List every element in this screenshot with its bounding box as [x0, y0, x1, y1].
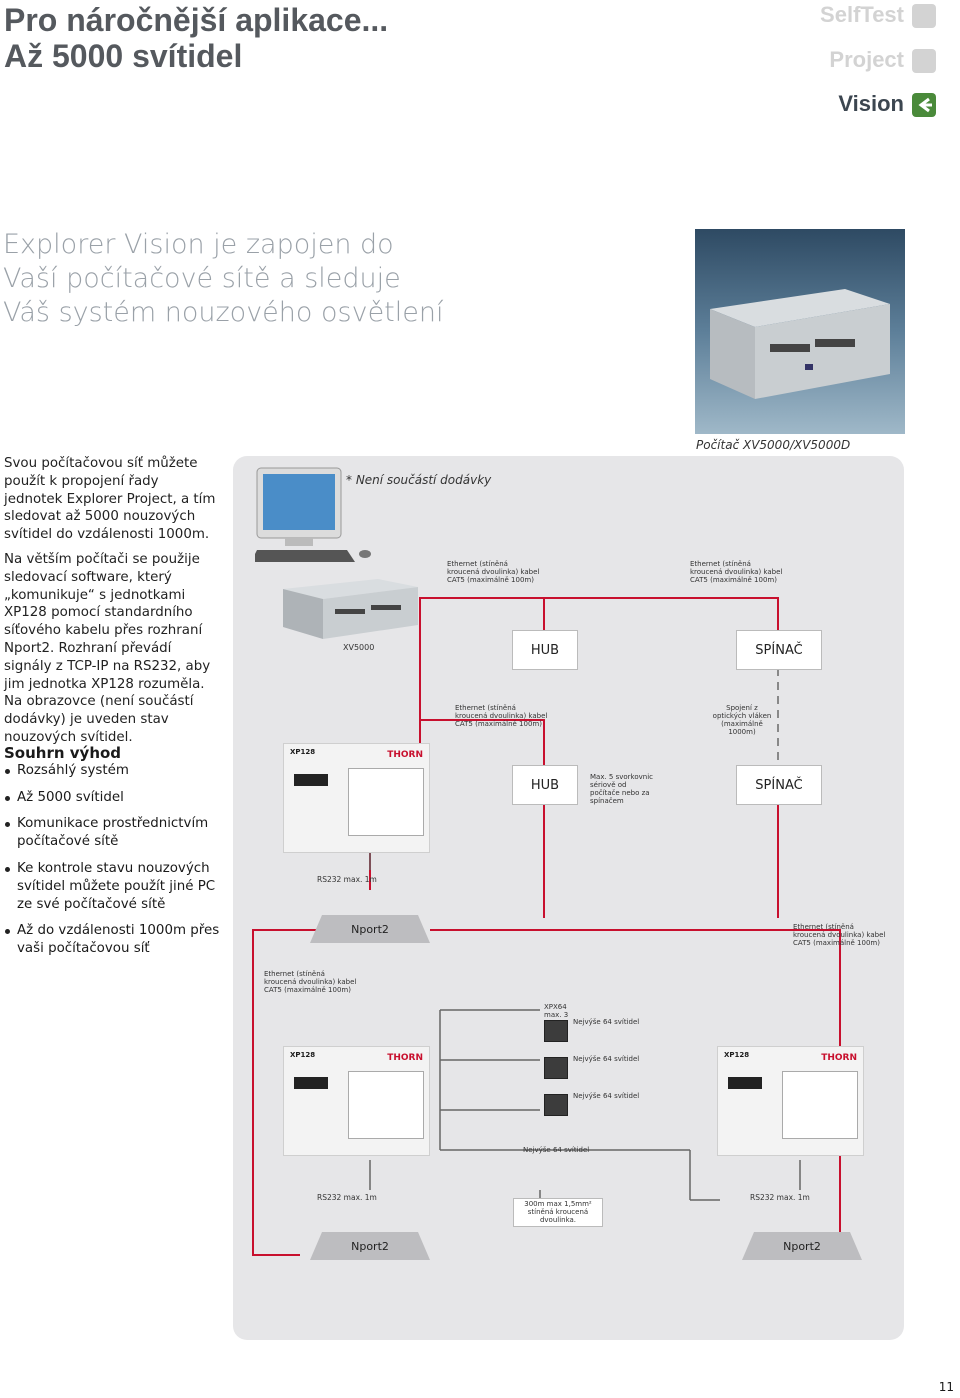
computer-photo: [695, 229, 905, 434]
max64-label: Nejvýše 64 svítidel: [573, 1092, 640, 1100]
subtitle: Explorer Vision je zapojen do Vaší počít…: [3, 229, 444, 328]
summary-list: Rozsáhlý systém Až 5000 svítidel Komunik…: [4, 762, 224, 967]
rs232-label: RS232 max. 1m: [750, 1193, 810, 1202]
nav-selftest[interactable]: SelfTest: [820, 2, 936, 28]
xp128-device: XP128 THORN: [717, 1046, 864, 1156]
device-model: XP128: [290, 1051, 316, 1059]
cable-300m-label: 300m max 1,5mm² stíněná kroucená dvoulin…: [513, 1198, 603, 1227]
device-brand: THORN: [387, 750, 423, 760]
pc-caption: Počítač XV5000/XV5000D: [696, 438, 851, 452]
max-switch-label: Max. 5 svorkovnic sériově od počítače ne…: [590, 773, 654, 805]
xp128-device: XP128 THORN: [283, 743, 430, 853]
device-brand: THORN: [821, 1053, 857, 1063]
xpx64-unit: [544, 1020, 568, 1042]
paragraph-1: Svou počítačovou síť můžete použít k pro…: [4, 456, 216, 543]
max64-label: Nejvýše 64 svítidel: [523, 1146, 590, 1154]
page-title: Pro náročnější aplikace... Až 5000 svíti…: [4, 2, 388, 74]
rs232-label: RS232 max. 1m: [317, 875, 377, 884]
fiber-label: Spojení z optických vláken (maximálně 10…: [712, 704, 772, 736]
nport2-box: Nport2: [310, 915, 430, 943]
rs232-label: RS232 max. 1m: [317, 1193, 377, 1202]
ethernet-label: Ethernet (stíněná kroucená dvoulinka) ka…: [264, 970, 357, 994]
list-item: Komunikace prostřednictvím počítačové sí…: [4, 815, 224, 851]
paragraph-2: Na větším počítači se použije sledovací …: [4, 552, 211, 745]
hub-box: HUB: [512, 765, 578, 805]
hub-box: HUB: [512, 630, 578, 670]
switch-box: SPÍNAČ: [736, 765, 822, 805]
nav-label: Project: [829, 47, 904, 72]
square-icon: [912, 49, 936, 73]
page-number: 11: [938, 1380, 954, 1394]
device-model: XP128: [724, 1051, 750, 1059]
list-item: Až 5000 svítidel: [4, 789, 224, 807]
ethernet-label: Ethernet (stíněná kroucená dvoulinka) ka…: [455, 704, 548, 728]
ethernet-label: Ethernet (stíněná kroucená dvoulinka) ka…: [690, 560, 783, 584]
nport2-box: Nport2: [310, 1232, 430, 1260]
square-icon: [912, 4, 936, 28]
xv5000-image: [283, 577, 423, 646]
device-brand: THORN: [387, 1053, 423, 1063]
nport2-box: Nport2: [742, 1232, 862, 1260]
xpx64-label: XPX64 max. 3: [544, 1003, 569, 1019]
switch-box: SPÍNAČ: [736, 630, 822, 670]
summary-title: Souhrn výhod: [4, 744, 122, 762]
list-item: Až do vzdálenosti 1000m přes vaši počíta…: [4, 922, 224, 958]
xv5000-label: XV5000: [343, 643, 375, 652]
title-line-1: Pro náročnější aplikace...: [4, 2, 389, 38]
max64-label: Nejvýše 64 svítidel: [573, 1055, 640, 1063]
list-item: Ke kontrole stavu nouzových svítidel můž…: [4, 860, 224, 914]
nav-vision[interactable]: Vision: [838, 91, 936, 117]
device-model: XP128: [290, 748, 316, 756]
arrow-icon: [912, 93, 936, 117]
title-line-2: Až 5000 svítidel: [4, 38, 243, 74]
xpx64-unit: [544, 1094, 568, 1116]
max64-label: Nejvýše 64 svítidel: [573, 1018, 640, 1026]
ethernet-label: Ethernet (stíněná kroucená dvoulinka) ka…: [447, 560, 540, 584]
nav-label: SelfTest: [820, 2, 904, 27]
nav-project[interactable]: Project: [829, 47, 936, 73]
not-included-note: * Není součástí dodávky: [346, 473, 492, 487]
nav-label: Vision: [838, 91, 904, 116]
xpx64-unit: [544, 1057, 568, 1079]
xp128-device: XP128 THORN: [283, 1046, 430, 1156]
list-item: Rozsáhlý systém: [4, 762, 224, 780]
monitor-image: [251, 466, 375, 570]
ethernet-label: Ethernet (stíněná kroucená dvoulinka) ka…: [793, 923, 886, 947]
